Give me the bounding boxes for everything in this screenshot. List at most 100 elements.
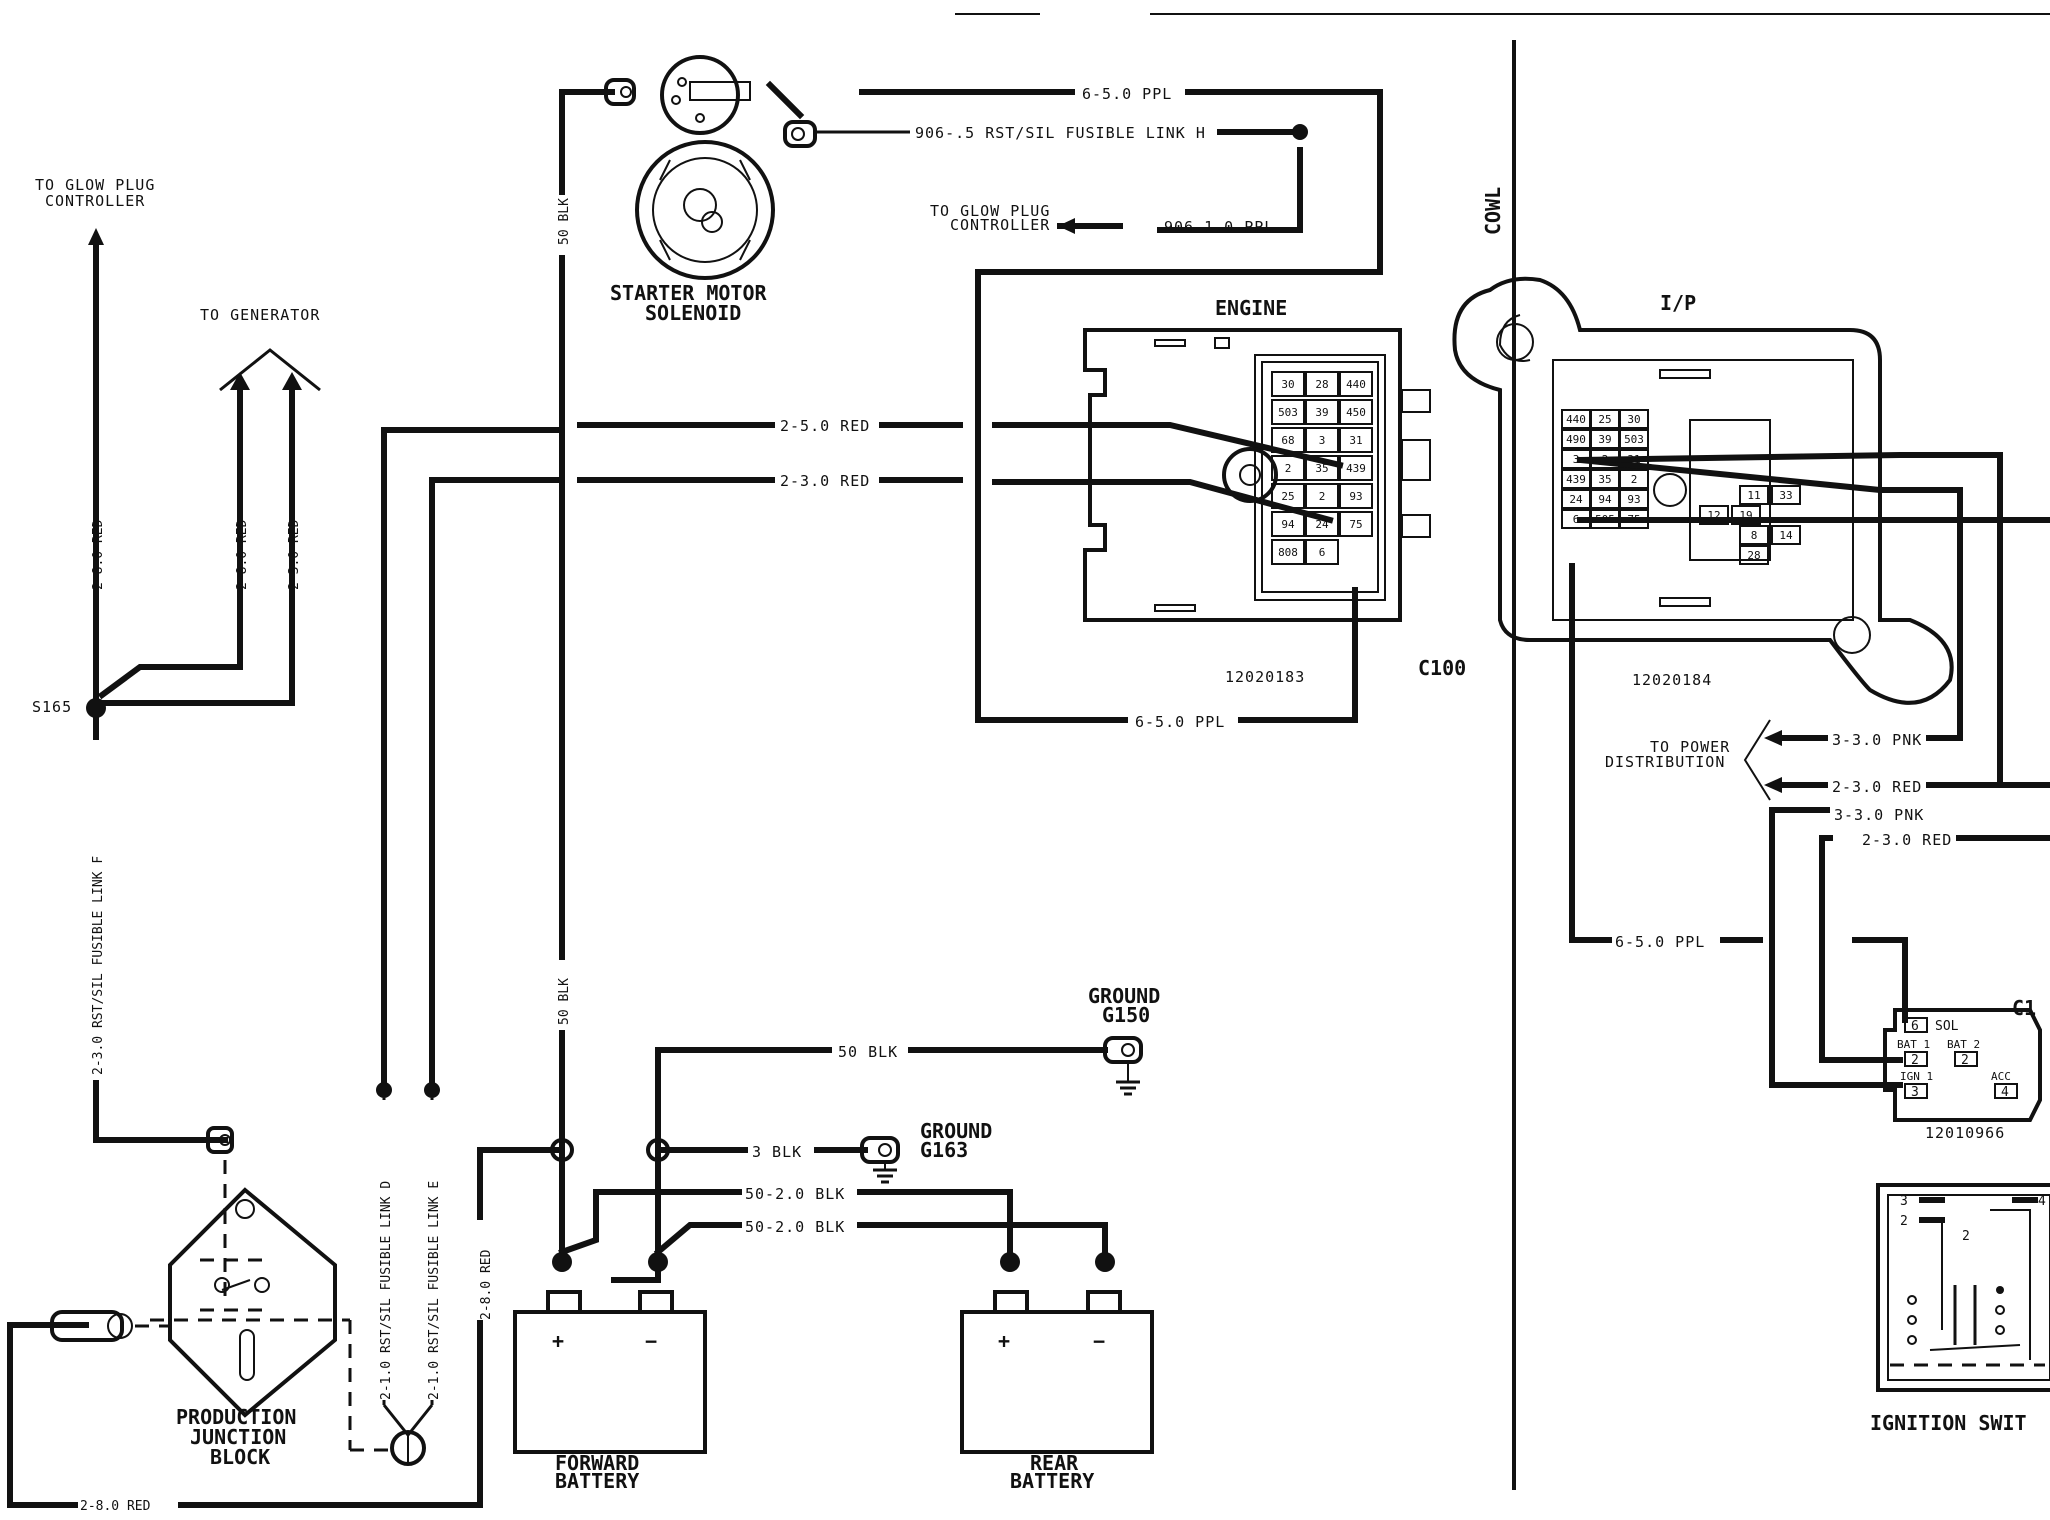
- c1-pin: 4: [2001, 1085, 2009, 1100]
- wire-label: 2-8.0 RED: [80, 1499, 151, 1514]
- wire-label: 2-8.0 RED: [91, 519, 106, 590]
- wire-label: 50-2.0 BLK: [745, 1185, 845, 1203]
- battery-terminal: [1095, 1252, 1115, 1272]
- ip-connector-cell: [1731, 505, 1761, 525]
- ign-switch-pin: 3: [1900, 1194, 1908, 1209]
- generator-label: TO GENERATOR: [200, 306, 320, 324]
- battery-wiring: [558, 1047, 1108, 1283]
- fusible-link-h-label: 906-.5 RST/SIL FUSIBLE LINK H: [915, 124, 1206, 142]
- splice-s165: [86, 698, 106, 718]
- c1-pin: 3: [1911, 1085, 1919, 1100]
- ip-connector-cell: [1771, 485, 1801, 505]
- ip-connector-cell: [1619, 489, 1649, 509]
- ip-connector-cell: [1739, 485, 1769, 505]
- wire-label: 2-5.0 RED: [780, 417, 870, 435]
- ign-switch-pin: 2: [1900, 1214, 1908, 1229]
- ip-connector-cell-label: 440: [1566, 413, 1586, 426]
- engine-connector-cell-label: 30: [1281, 378, 1294, 391]
- pjb-label: JUNCTION: [190, 1425, 286, 1449]
- ip-connector-cell: [1739, 545, 1769, 565]
- forward-battery-label: BATTERY: [555, 1469, 639, 1493]
- engine-connector-cell-label: 450: [1346, 406, 1366, 419]
- starter-label: STARTER MOTOR: [610, 281, 767, 305]
- production-junction-block: [150, 1160, 395, 1452]
- engine-connector-cell-label: 25: [1281, 490, 1294, 503]
- wire-label: 50 BLK: [557, 978, 572, 1025]
- wire-label: 50 BLK: [557, 198, 572, 245]
- engine-connector-cell: [1339, 427, 1373, 453]
- forward-battery: [513, 1290, 707, 1454]
- minus-sign: −: [645, 1329, 657, 1353]
- ip-connector-cell-label: 2: [1631, 473, 1638, 486]
- part-number-label: 12010966: [1925, 1124, 2005, 1142]
- c100-label: C100: [1418, 656, 1466, 680]
- ip-connector-cell-label: 39: [1598, 433, 1611, 446]
- engine-connector-cell-label: 440: [1346, 378, 1366, 391]
- engine-connector-cell-label: 39: [1315, 406, 1328, 419]
- ip-connector-cell-label: 3: [1573, 453, 1580, 466]
- wire-label: 50 BLK: [838, 1043, 898, 1061]
- ip-connector-cell-label: 503: [1624, 433, 1644, 446]
- cowl-label: COWL: [1481, 187, 1505, 235]
- glow-plug-label-mid: TO GLOW PLUG: [930, 202, 1050, 220]
- wire-label: 2-3.0 RED: [1832, 778, 1922, 796]
- engine-connector-cell-label: 94: [1281, 518, 1295, 531]
- engine-connector-cell-label: 439: [1346, 462, 1366, 475]
- power-distribution-label: DISTRIBUTION: [1605, 753, 1725, 771]
- wire-label: 2-3.0 RED: [780, 472, 870, 490]
- engine-connector-cell-label: 2: [1285, 462, 1292, 475]
- minus-sign: −: [1093, 1329, 1105, 1353]
- to-power-distribution-arrows: [1743, 719, 1843, 801]
- ip-connector-cell-label: 28: [1747, 549, 1760, 562]
- glow-plug-label-left: TO GLOW PLUG: [35, 176, 155, 194]
- ip-connector-cell: [1619, 409, 1649, 429]
- wire-label: 2-3.0 RED: [287, 519, 302, 590]
- engine-connector-cell: [1271, 371, 1305, 397]
- engine-connector-cell: [1305, 455, 1339, 481]
- pjb-label: BLOCK: [210, 1445, 270, 1469]
- engine-label: ENGINE: [1215, 296, 1287, 320]
- engine-connector-cell: [1305, 427, 1339, 453]
- engine-connector-cell: [1271, 483, 1305, 509]
- splice-label: S165: [32, 698, 72, 716]
- engine-connector-cell: [1271, 455, 1305, 481]
- engine-connector-cell: [1271, 539, 1305, 565]
- ip-connector-cell-label: 11: [1747, 489, 1760, 502]
- wire-label: 906-1.0 PPL: [1164, 218, 1274, 236]
- ground-g163-symbol: [860, 1136, 900, 1184]
- plus-sign: +: [552, 1329, 564, 1353]
- ring-terminal: [206, 1126, 234, 1154]
- ip-label: I/P: [1660, 291, 1696, 315]
- engine-connector-cell: [1305, 483, 1339, 509]
- ign-switch-pin: 4: [2038, 1194, 2046, 1209]
- engine-connector-cell: [1305, 371, 1339, 397]
- fusible-link-h: [783, 120, 1308, 234]
- engine-connector-cell-label: 75: [1349, 518, 1362, 531]
- bottom-red-wire: [7, 1147, 563, 1508]
- wire-label: 3-3.0 PNK: [1834, 806, 1924, 824]
- c1-bat2-label: BAT 2: [1947, 1038, 1980, 1051]
- ip-connector-cell: [1619, 469, 1649, 489]
- engine-connector-c100: [1083, 328, 1431, 622]
- ip-connector-cell: [1739, 525, 1769, 545]
- engine-connector-cell-label: 2: [1319, 490, 1326, 503]
- ip-connector-cell-label: 33: [1779, 489, 1792, 502]
- rear-battery-label: BATTERY: [1010, 1469, 1094, 1493]
- ign-switch-pin: 2: [1962, 1229, 1970, 1244]
- rear-battery: [960, 1290, 1154, 1454]
- ip-connector-cell: [1619, 429, 1649, 449]
- engine-connector-cell-label: 31: [1349, 434, 1362, 447]
- engine-connector-cell-label: 93: [1349, 490, 1362, 503]
- c1-connector: [1883, 1008, 2042, 1122]
- engine-connector-cell: [1271, 427, 1305, 453]
- main-50-blk-wire: [559, 89, 615, 1271]
- c1-acc-label: ACC: [1991, 1070, 2011, 1083]
- ground-g150-symbol: [1103, 1036, 1143, 1096]
- ip-connector-cell-label: 93: [1627, 493, 1640, 506]
- ip-connector-cell-label: 14: [1779, 529, 1793, 542]
- engine-connector-cell-label: 35: [1315, 462, 1328, 475]
- g163-label: GROUND: [920, 1119, 992, 1143]
- c1-pin: 2: [1961, 1053, 1969, 1068]
- engine-connector-cell: [1305, 539, 1339, 565]
